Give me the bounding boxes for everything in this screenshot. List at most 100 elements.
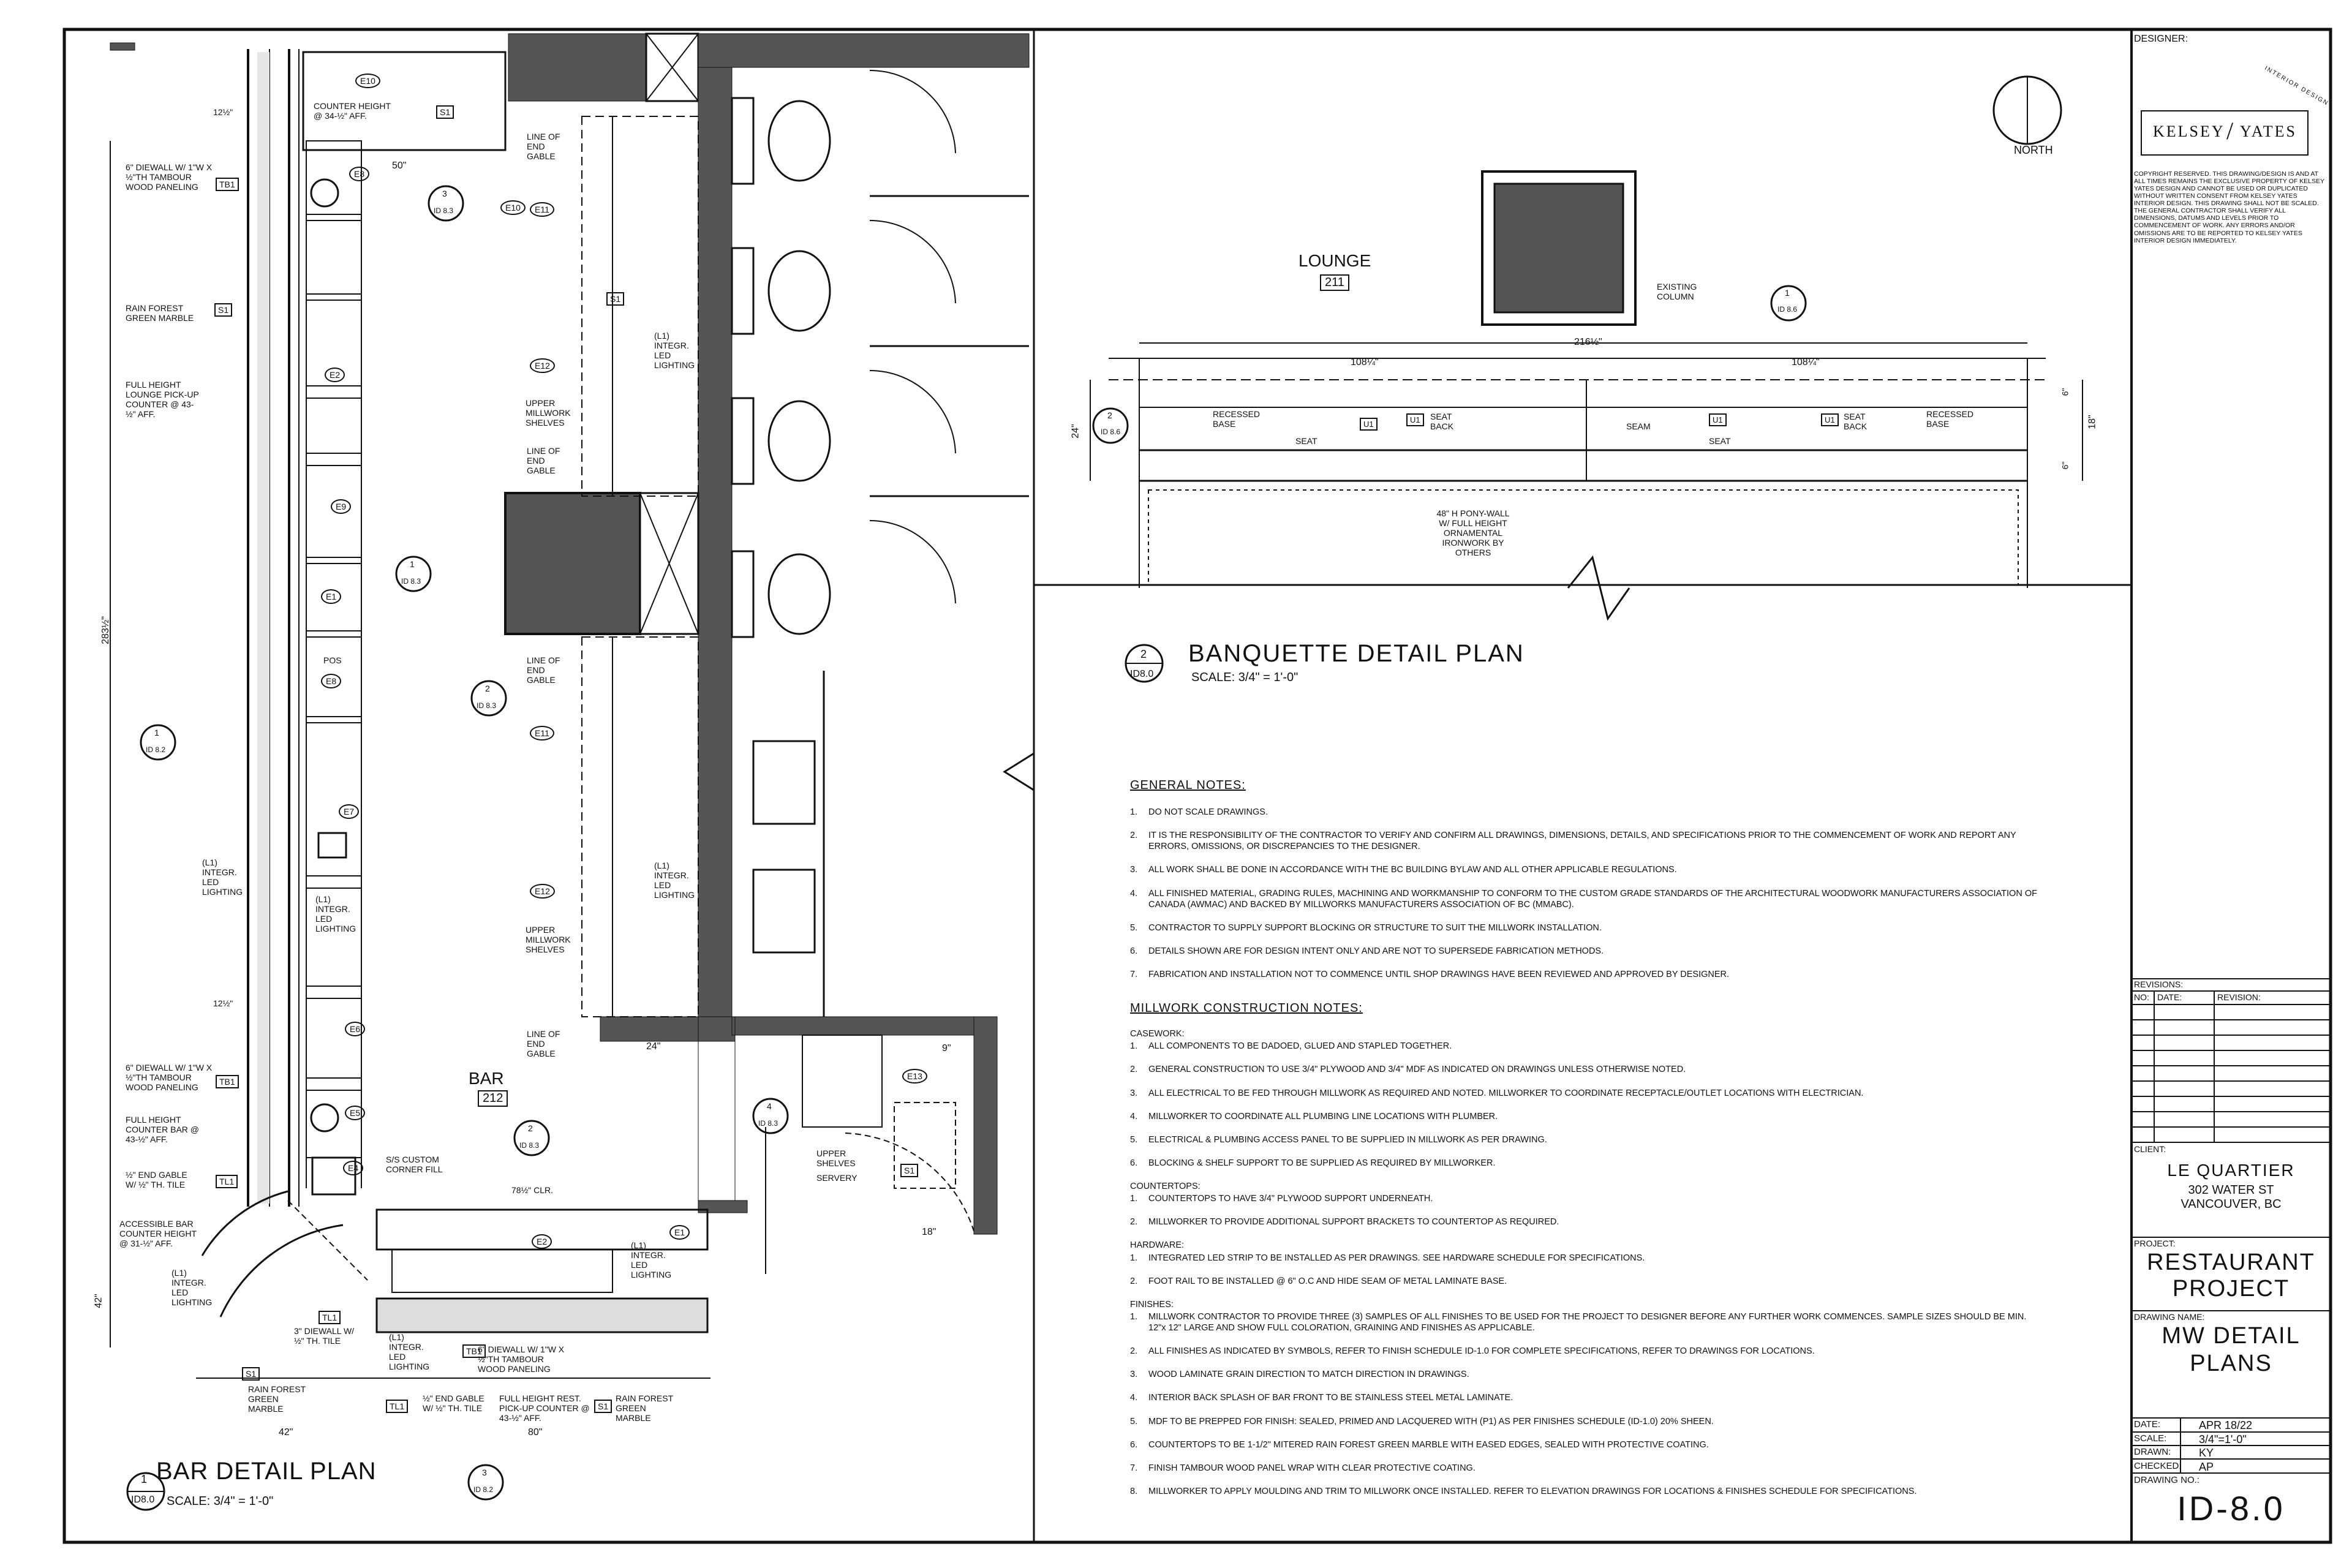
- general-note-item-text: IT IS THE RESPONSIBILITY OF THE CONTRACT…: [1148, 831, 2016, 852]
- casework-note-item: 5.ELECTRICAL & PLUMBING ACCESS PANEL TO …: [1130, 1134, 2043, 1145]
- general-note-item-text: CONTRACTOR TO SUPPLY SUPPORT BLOCKING OR…: [1148, 922, 1602, 933]
- logo-right-text: YATES: [2240, 123, 2297, 140]
- tag-e2-b: E2: [532, 1234, 552, 1249]
- casework-note-item: 4.MILLWORKER TO COORDINATE ALL PLUMBING …: [1130, 1111, 2043, 1122]
- designer-label: DESIGNER:: [2134, 34, 2188, 44]
- casework-note-item-text: ALL ELECTRICAL TO BE FED THROUGH MILLWOR…: [1148, 1088, 1864, 1098]
- hardware-note-item-number: 2.: [1130, 1276, 1138, 1286]
- marker-1b-sheet: ID 8.2: [146, 745, 166, 754]
- tag-s1-b: S1: [214, 303, 233, 317]
- marker-2-num: 2: [485, 684, 490, 693]
- finish-note-item-number: 7.: [1130, 1463, 1138, 1473]
- general-note-item: 3.ALL WORK SHALL BE DONE IN ACCORDANCE W…: [1130, 864, 2043, 875]
- banq-marker-num: 2: [1107, 410, 1112, 420]
- client-label: CLIENT:: [2134, 1144, 2166, 1154]
- countertop-note-item: 1.COUNTERTOPS TO HAVE 3/4" PLYWOOD SUPPO…: [1130, 1193, 2043, 1204]
- countertop-note-item-number: 2.: [1130, 1217, 1138, 1227]
- existing-column-label: EXISTING COLUMN: [1657, 282, 1697, 301]
- seat-label-left: SEAT: [1295, 436, 1317, 446]
- bar-plan-ref-sheet: ID8.0: [131, 1494, 155, 1505]
- pony-wall-label: 48" H PONY-WALL W/ FULL HEIGHT ORNAMENTA…: [1436, 508, 1510, 557]
- marker-1-sheet: ID 8.3: [401, 577, 421, 586]
- full-height-lounge-label: FULL HEIGHT LOUNGE PICK-UP COUNTER @ 43-…: [126, 380, 199, 419]
- general-note-item-text: DO NOT SCALE DRAWINGS.: [1148, 807, 1268, 817]
- hardware-note-item-text: FOOT RAIL TO BE INSTALLED @ 6" O.C AND H…: [1148, 1276, 1507, 1286]
- tag-tb1-c: TB1: [462, 1344, 486, 1358]
- pos-label: POS: [323, 655, 342, 665]
- marker-3b-num: 3: [482, 1468, 487, 1477]
- line-end-gable-2: LINE OF END GABLE: [527, 446, 560, 475]
- finish-note-item-number: 6.: [1130, 1439, 1138, 1450]
- recessed-base-left: RECESSED BASE: [1213, 409, 1261, 429]
- casework-note-item: 2. GENERAL CONSTRUCTION TO USE 3/4" PLYWO…: [1130, 1064, 2043, 1075]
- led-label-6: (L1) INTEGR. LED LIGHTING: [631, 1240, 672, 1280]
- lounge-room-name: LOUNGE: [1298, 251, 1371, 270]
- tag-e11-a: E11: [530, 202, 554, 217]
- banquette-ref-sheet: ID8.0: [1130, 669, 1154, 679]
- dim-42-left: 42": [93, 1294, 104, 1308]
- casework-note-item-text: BLOCKING & SHELF SUPPORT TO BE SUPPLIED …: [1148, 1158, 1496, 1168]
- finish-note-item-number: 4.: [1130, 1393, 1138, 1403]
- countertop-note-item-text: COUNTERTOPS TO HAVE 3/4" PLYWOOD SUPPORT…: [1148, 1194, 1433, 1204]
- date-label: DATE:: [2134, 1419, 2161, 1430]
- tag-e6: E6: [345, 1022, 366, 1036]
- sheet-border: [62, 28, 2332, 1544]
- logo-left-text: KELSEY: [2153, 123, 2225, 140]
- seat-back-right: SEAT BACK: [1844, 412, 1868, 431]
- general-note-item-number: 6.: [1130, 946, 1138, 956]
- full-height-rest-label: FULL HEIGHT REST. PICK-UP COUNTER @ 43-½…: [499, 1393, 590, 1423]
- general-note-item-number: 2.: [1130, 831, 1138, 841]
- upper-millwork-label-2: UPPER MILLWORK SHELVES: [526, 925, 571, 954]
- lounge-room-number: 211: [1320, 274, 1349, 291]
- tag-e13: E13: [902, 1069, 927, 1084]
- tag-e12-b: E12: [530, 884, 555, 899]
- project-label: PROJECT:: [2134, 1238, 2176, 1248]
- marker-1b-num: 1: [154, 728, 159, 737]
- drawing-number: ID-8.0: [2177, 1489, 2285, 1528]
- tag-e1-b: E1: [669, 1225, 690, 1240]
- dim-12-lower: 12½": [213, 998, 233, 1008]
- casework-note-item-number: 2.: [1130, 1065, 1138, 1075]
- reference-markers: [126, 185, 1807, 1511]
- finishes-label: FINISHES:: [1130, 1299, 1174, 1310]
- checked-value: AP: [2199, 1461, 2214, 1473]
- marker-3-num: 3: [442, 189, 447, 198]
- led-label-4: (L1) INTEGR. LED LIGHTING: [315, 894, 356, 933]
- dim-108-left: 108¼": [1351, 357, 1379, 368]
- line-end-gable-3: LINE OF END GABLE: [527, 655, 560, 685]
- drawn-value: KY: [2199, 1447, 2214, 1459]
- dim-18-banq: 18": [2087, 415, 2098, 429]
- marker-1-num: 1: [410, 559, 415, 569]
- tag-e7: E7: [339, 804, 360, 819]
- finish-note-item: 3.WOOD LAMINATE GRAIN DIRECTION TO MATCH…: [1130, 1369, 2043, 1380]
- casework-note-item-text: ELECTRICAL & PLUMBING ACCESS PANEL TO BE…: [1148, 1134, 1547, 1145]
- general-note-item-text: ALL WORK SHALL BE DONE IN ACCORDANCE WIT…: [1148, 865, 1677, 875]
- casework-note-item-text: GENERAL CONSTRUCTION TO USE 3/4" PLYWOOD…: [1148, 1065, 1686, 1075]
- servery-label: SERVERY: [816, 1173, 858, 1183]
- full-height-counter-bar-label: FULL HEIGHT COUNTER BAR @ 43-½" AFF.: [126, 1115, 199, 1144]
- date-value: APR 18/22: [2199, 1419, 2253, 1431]
- led-label-3: (L1) INTEGR. LED LIGHTING: [202, 858, 243, 897]
- drawing-name-label: DRAWING NAME:: [2134, 1312, 2205, 1322]
- tag-e11-b: E11: [530, 726, 554, 741]
- tag-tl1-b: TL1: [318, 1311, 341, 1324]
- toilet-4: [767, 553, 831, 635]
- countertops-list: 1.COUNTERTOPS TO HAVE 3/4" PLYWOOD SUPPO…: [1130, 1193, 2043, 1227]
- tag-e10: E10: [355, 74, 380, 88]
- notes-block: GENERAL NOTES: 1.DO NOT SCALE DRAWINGS.2…: [1130, 778, 2043, 1509]
- finish-note-item-text: WOOD LAMINATE GRAIN DIRECTION TO MATCH D…: [1148, 1370, 1469, 1380]
- tag-u1-b: U1: [1406, 413, 1424, 426]
- general-note-item: 2. IT IS THE RESPONSIBILITY OF THE CONTRA…: [1130, 830, 2043, 852]
- dim-80: 80": [528, 1427, 543, 1438]
- hardware-label: HARDWARE:: [1130, 1240, 1185, 1251]
- casework-note-item-text: ALL COMPONENTS TO BE DADOED, GLUED AND S…: [1148, 1041, 1452, 1052]
- tag-e9: E9: [331, 499, 352, 514]
- banquette-plan-title: BANQUETTE DETAIL PLAN: [1188, 640, 1525, 667]
- client-address-1: 302 WATER ST: [2188, 1183, 2274, 1197]
- bar-plan-ref-num: 1: [141, 1473, 148, 1485]
- diewall-3in-label: 3" DIEWALL W/ ½" TH. TILE: [294, 1326, 355, 1346]
- dim-9: 9": [942, 1043, 951, 1054]
- general-note-item-text: DETAILS SHOWN ARE FOR DESIGN INTENT ONLY…: [1148, 946, 1604, 956]
- finish-note-item-text: INTERIOR BACK SPLASH OF BAR FRONT TO BE …: [1148, 1393, 1513, 1403]
- general-note-item: 1.DO NOT SCALE DRAWINGS.: [1130, 807, 2043, 818]
